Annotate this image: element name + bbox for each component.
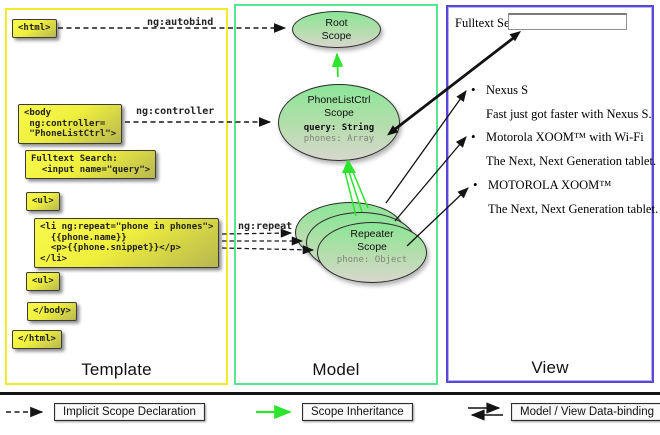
code-box-ul-close: <ul>: [26, 272, 60, 291]
view-column-label: View: [531, 358, 569, 377]
phonelistctrl-phones-prop: phones: Array: [303, 134, 375, 144]
root-scope-ellipse: Root Scope: [292, 11, 381, 48]
legend-divider-line: [0, 392, 660, 395]
legend-model-view-databinding: Model / View Data-binding: [511, 403, 660, 421]
view-column: View: [446, 5, 654, 383]
legend-implicit-scope-declaration: Implicit Scope Declaration: [54, 403, 205, 421]
repeater-scope-ellipse-front: Repeater Scope phone: Object: [317, 222, 427, 283]
code-box-body-close: </body>: [27, 302, 77, 321]
phonelistctrl-query-prop: query: String: [303, 123, 375, 133]
template-column-label: Template: [81, 360, 152, 379]
bullet-icon: •: [471, 129, 476, 144]
ng-controller-label: ng:controller: [136, 106, 215, 117]
bullet-icon: •: [471, 82, 476, 97]
code-box-html-open: <html>: [12, 19, 57, 38]
view-item-desc: The Next, Next Generation tablet.: [486, 154, 657, 168]
ng-repeat-label: ng:repeat: [238, 221, 293, 232]
legend-scope-inheritance: Scope Inheritance: [302, 403, 413, 421]
repeater-phone-prop: phone: Object: [336, 255, 408, 265]
root-scope-title-line1: Root: [325, 17, 348, 29]
fulltext-search-input[interactable]: [508, 13, 627, 30]
repeater-scope-title-line1: Repeater: [350, 228, 394, 240]
code-box-ul-open: <ul>: [26, 192, 60, 211]
bullet-icon: •: [473, 177, 478, 192]
code-box-fulltext-input: Fulltext Search: <input name="query">: [25, 150, 157, 179]
view-item-desc: Fast just got faster with Nexus S.: [486, 107, 652, 121]
model-column: Model: [234, 4, 438, 385]
view-item-desc: The Next, Next Generation tablet.: [488, 202, 659, 216]
code-box-body-open: <body ng:controller= "PhoneListCtrl">: [18, 104, 123, 144]
phonelistctrl-scope-title-line1: PhoneListCtrl: [307, 94, 371, 106]
ng-autobind-label: ng:autobind: [147, 17, 214, 28]
view-item-title: Motorola XOOM™ with Wi-Fi: [486, 130, 644, 144]
code-box-li-repeat: <li ng:repeat="phone in phones"> {{phone…: [34, 218, 220, 268]
repeater-scope-title-line2: Scope: [357, 240, 387, 253]
model-column-label: Model: [312, 360, 360, 379]
code-box-html-close: </html>: [12, 330, 62, 349]
phonelistctrl-scope-title-line2: Scope: [324, 106, 354, 119]
view-item-title: MOTOROLA XOOM™: [488, 178, 612, 192]
root-scope-title-line2: Scope: [321, 29, 352, 42]
phonelistctrl-scope-ellipse: PhoneListCtrl Scope query: String phones…: [278, 84, 400, 161]
view-item-title: Nexus S: [486, 83, 529, 97]
